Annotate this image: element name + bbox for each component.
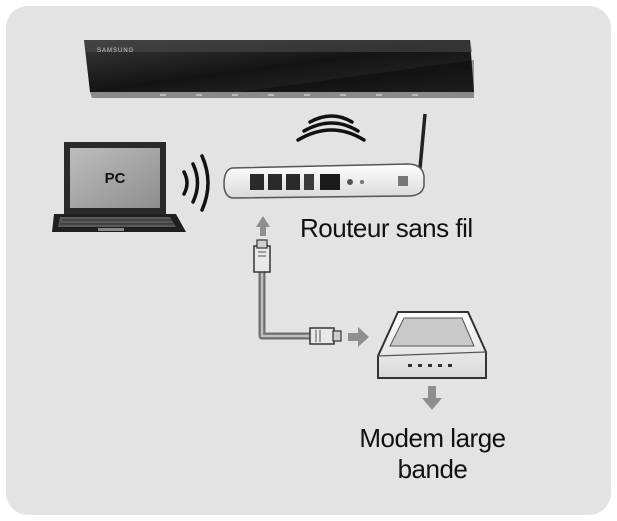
arrow-right-to-modem-icon bbox=[348, 327, 369, 347]
wireless-router bbox=[223, 113, 427, 199]
player-wifi-waves-icon bbox=[296, 114, 366, 142]
arrow-up-to-router-icon bbox=[256, 216, 270, 236]
rj45-plug-top-icon bbox=[253, 239, 271, 273]
tv-brand-text: SAMSUNG bbox=[97, 48, 134, 54]
pc-label: PC bbox=[105, 170, 126, 187]
media-player-device: SAMSUNG bbox=[84, 40, 474, 98]
modem-label-line2: bande bbox=[397, 454, 468, 484]
pc-wifi-waves-icon bbox=[182, 154, 210, 212]
ethernet-cable bbox=[253, 239, 342, 345]
rj45-plug-right-icon bbox=[309, 327, 342, 345]
laptop-pc: PC bbox=[52, 142, 186, 232]
arrow-down-from-modem-icon bbox=[422, 386, 442, 410]
modem-label-line1: Modem large bbox=[359, 423, 506, 453]
broadband-modem bbox=[377, 311, 487, 379]
router-label: Routeur sans fil bbox=[300, 213, 473, 243]
